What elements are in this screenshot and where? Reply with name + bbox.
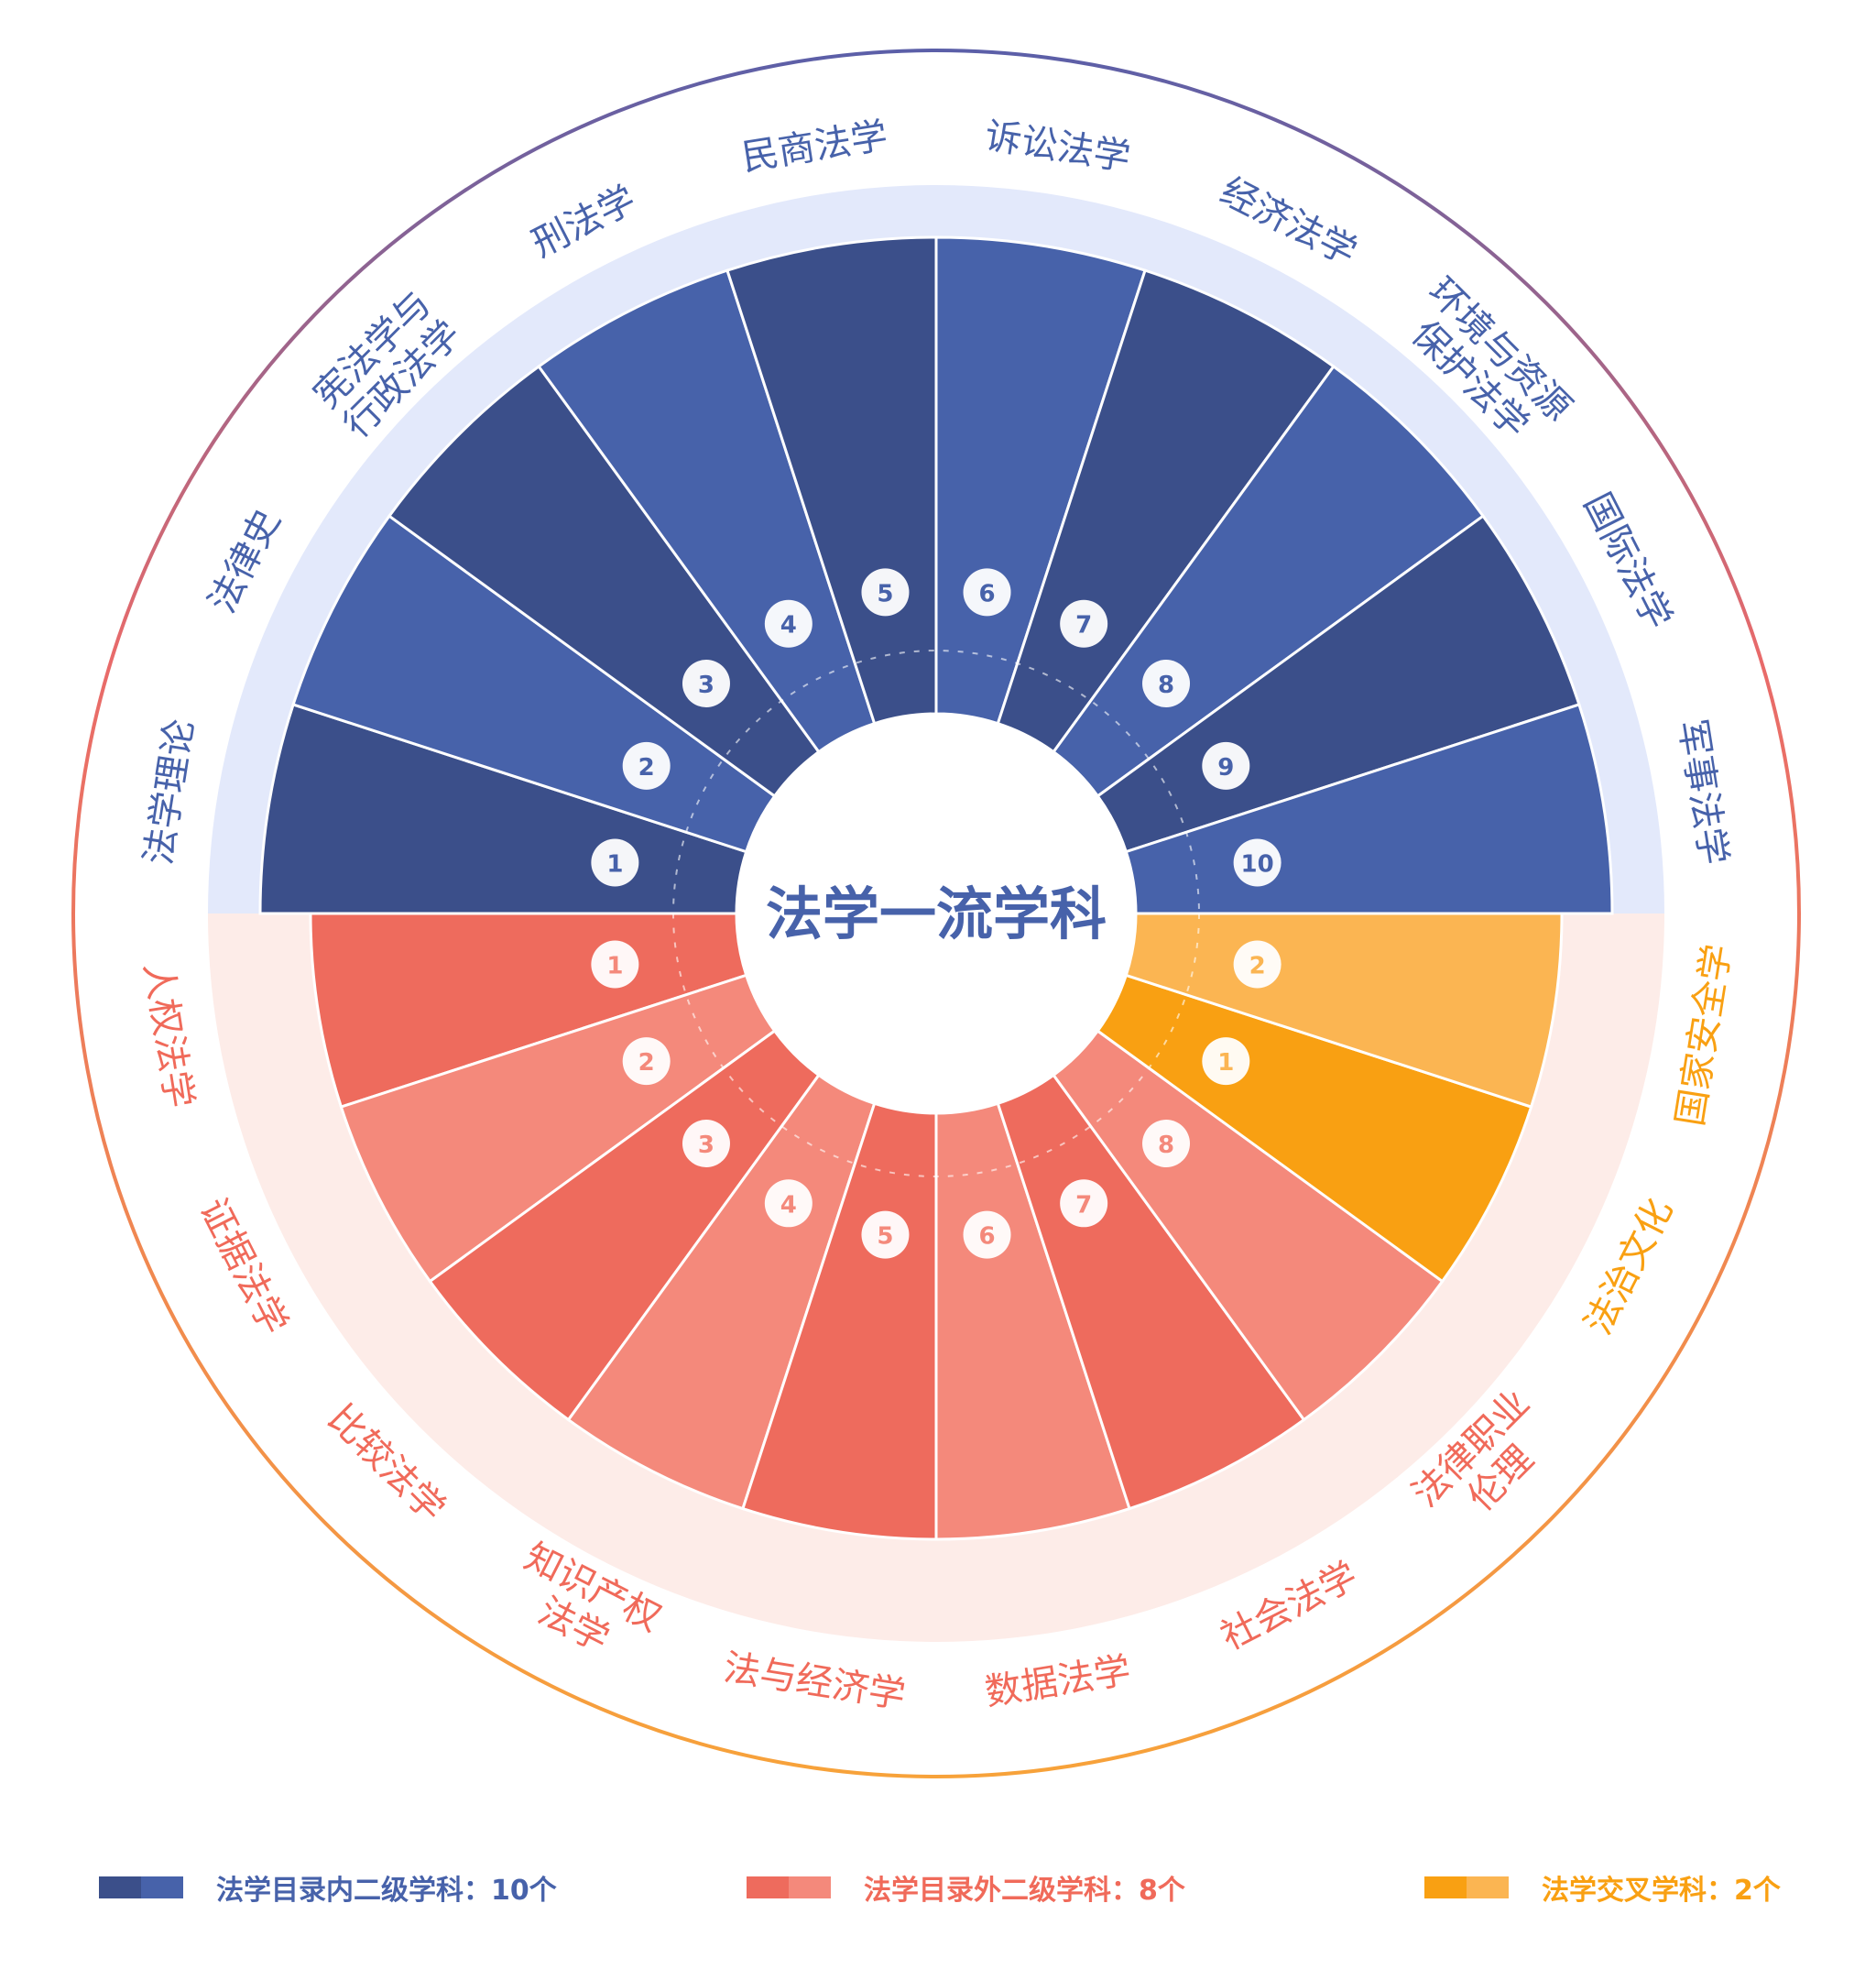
- category-label: 法与经济学: [721, 1646, 909, 1717]
- index-badge-number: 3: [698, 672, 714, 699]
- category-label: 军事法学: [1670, 716, 1734, 868]
- category-label-line: 军事法学: [1670, 716, 1734, 868]
- chart-title: 法学一流学科: [766, 881, 1107, 947]
- index-badge-number: 8: [1158, 672, 1174, 699]
- index-badge: [591, 940, 639, 989]
- category-label-line: 法律史: [202, 503, 289, 620]
- index-badge-number: 4: [780, 612, 797, 640]
- index-badge: [1233, 838, 1282, 887]
- category-label: 国家安全学: [1669, 941, 1740, 1129]
- category-label: 人权法学: [136, 959, 200, 1110]
- index-badge: [1233, 940, 1282, 989]
- category-label-line: 人权法学: [136, 959, 200, 1110]
- legend-swatch-orange: [1424, 1876, 1509, 1898]
- index-badge: [622, 741, 671, 790]
- index-badge: [682, 659, 730, 707]
- index-badge-number: 9: [1217, 754, 1234, 782]
- index-badge: [1060, 599, 1108, 648]
- index-badge: [861, 1210, 910, 1259]
- category-label-line: 法与经济学: [721, 1646, 909, 1717]
- category-label-line: 民商法学: [739, 115, 890, 179]
- category-label: 诉讼法学: [982, 115, 1133, 179]
- index-badge: [861, 568, 910, 617]
- category-label-line: 国家安全学: [1669, 941, 1740, 1129]
- legend-label: 法学目录外二级学科：8个: [864, 1875, 1185, 1907]
- category-label-line: 刑法学: [526, 179, 643, 266]
- index-badge: [963, 1210, 1011, 1259]
- index-badge-number: 4: [780, 1191, 797, 1219]
- index-badge: [764, 599, 813, 648]
- index-badge: [764, 1179, 813, 1228]
- index-badge: [1202, 1037, 1250, 1086]
- index-badge-number: 5: [877, 1223, 893, 1251]
- index-badge: [1202, 741, 1250, 790]
- legend-swatch-blue: [99, 1876, 183, 1898]
- index-badge: [591, 838, 639, 887]
- legend: 法学目录内二级学科：10个 法学目录外二级学科：8个 法学交叉学科：2个: [0, 1860, 1876, 1915]
- legend-label: 法学目录内二级学科：10个: [216, 1875, 557, 1907]
- index-badge-number: 8: [1158, 1132, 1174, 1159]
- index-badge: [963, 568, 1011, 617]
- index-badge-number: 2: [638, 1049, 655, 1077]
- category-label: 民商法学: [739, 115, 890, 179]
- outer-ring: [71, 49, 1801, 1778]
- index-badge: [1142, 659, 1191, 707]
- index-badge-number: 6: [978, 580, 995, 607]
- category-label: 刑法学: [526, 179, 643, 266]
- legend-swatch-red: [747, 1876, 831, 1898]
- index-badge: [682, 1120, 730, 1168]
- index-badge: [1060, 1179, 1108, 1228]
- index-badge-number: 6: [978, 1223, 995, 1251]
- center-circle: [736, 714, 1136, 1113]
- legend-item-in-catalog: 法学目录内二级学科：10个: [99, 1860, 557, 1915]
- index-badge-number: 2: [1249, 953, 1266, 980]
- category-label: 法律史: [202, 503, 289, 620]
- index-badge-number: 1: [1217, 1049, 1234, 1077]
- category-label-line: 数据法学: [982, 1649, 1133, 1713]
- index-badge-number: 2: [638, 754, 655, 782]
- index-badge-number: 7: [1075, 1191, 1092, 1219]
- index-badge-number: 3: [698, 1132, 714, 1159]
- legend-label: 法学交叉学科：2个: [1542, 1875, 1781, 1907]
- index-badge-number: 5: [877, 580, 893, 607]
- legend-item-out-catalog: 法学目录外二级学科：8个: [747, 1860, 1185, 1915]
- index-badge-number: 1: [606, 850, 623, 878]
- category-label-line: 诉讼法学: [982, 115, 1133, 179]
- legend-item-interdisciplinary: 法学交叉学科：2个: [1424, 1860, 1781, 1915]
- index-badge-number: 10: [1241, 850, 1274, 878]
- dashed-guide-circle: [672, 650, 1200, 1177]
- index-badge-number: 7: [1075, 612, 1092, 640]
- category-label: 法学理论: [137, 716, 202, 868]
- index-badge: [1142, 1120, 1191, 1168]
- category-label: 数据法学: [982, 1649, 1133, 1713]
- index-badge: [622, 1037, 671, 1086]
- category-label-line: 法学理论: [137, 716, 202, 868]
- index-badge-number: 1: [606, 953, 623, 980]
